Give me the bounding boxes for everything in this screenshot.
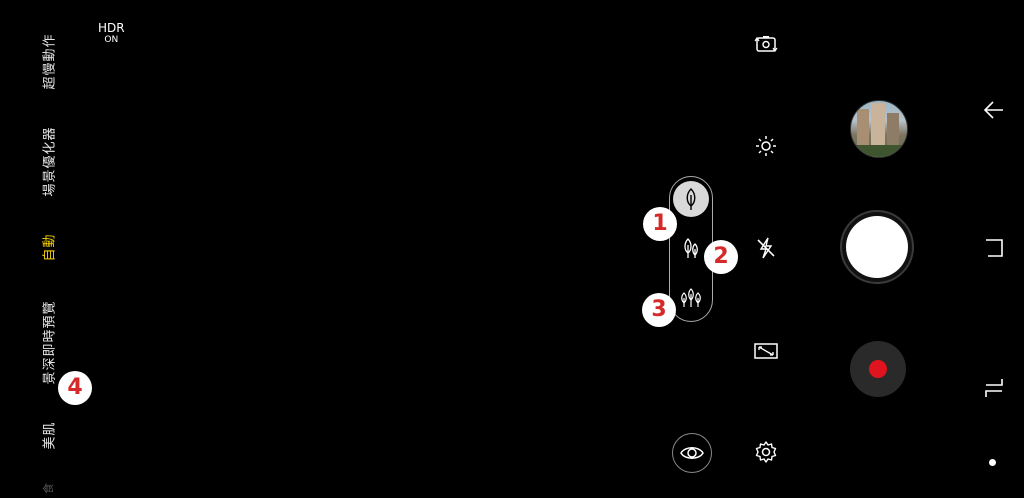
badge-4: 4 [58, 371, 92, 405]
hdr-state: ON [104, 35, 119, 45]
thumbnail-trees [851, 145, 907, 157]
triple-leaf-icon [681, 288, 701, 307]
depth-level-2-button[interactable] [673, 230, 709, 266]
flash-off-icon [757, 237, 775, 259]
flash-button[interactable] [751, 233, 781, 263]
badge-3: 3 [642, 293, 676, 327]
home-button[interactable] [980, 234, 1008, 262]
home-square-icon [986, 239, 1003, 257]
gallery-thumbnail[interactable] [850, 100, 908, 158]
back-arrow-icon [983, 101, 1003, 119]
mode-slow-motion[interactable]: 超慢動作 [42, 33, 58, 90]
mode-beauty[interactable]: 美肌 [42, 421, 58, 450]
depth-level-1-button[interactable] [673, 181, 709, 217]
recent-apps-button[interactable] [980, 374, 1008, 402]
recents-icon [985, 379, 1003, 397]
bixby-vision-button[interactable] [672, 433, 712, 473]
nav-dot[interactable] [989, 459, 996, 466]
eye-icon [680, 447, 704, 459]
brightness-icon [756, 136, 776, 156]
single-leaf-icon [686, 188, 696, 210]
record-video-button[interactable] [850, 341, 906, 397]
mode-live-focus[interactable]: 景深即時預覽 [42, 300, 58, 385]
thumbnail-building [871, 103, 885, 157]
switch-camera-icon [754, 36, 778, 53]
mode-scene-optimizer[interactable]: 場景優化器 [42, 126, 58, 197]
aspect-ratio-icon [754, 343, 778, 359]
shutter-button[interactable] [840, 210, 914, 284]
brightness-button[interactable] [751, 131, 781, 161]
badge-2: 2 [704, 240, 738, 274]
back-button[interactable] [980, 96, 1008, 124]
badge-1: 1 [643, 207, 677, 241]
record-dot [869, 360, 887, 378]
hdr-label: HDR [98, 21, 125, 35]
mode-next-partial[interactable]: 食 [42, 482, 55, 494]
mode-auto[interactable]: 自動 [42, 233, 58, 262]
shutter-inner [846, 216, 908, 278]
aspect-ratio-button[interactable] [751, 336, 781, 366]
gear-icon [755, 441, 777, 463]
settings-button[interactable] [751, 437, 781, 467]
depth-level-3-button[interactable] [673, 279, 709, 315]
double-leaf-icon [684, 238, 698, 258]
switch-camera-button[interactable] [751, 29, 781, 59]
hdr-indicator[interactable]: HDR ON [98, 22, 125, 46]
